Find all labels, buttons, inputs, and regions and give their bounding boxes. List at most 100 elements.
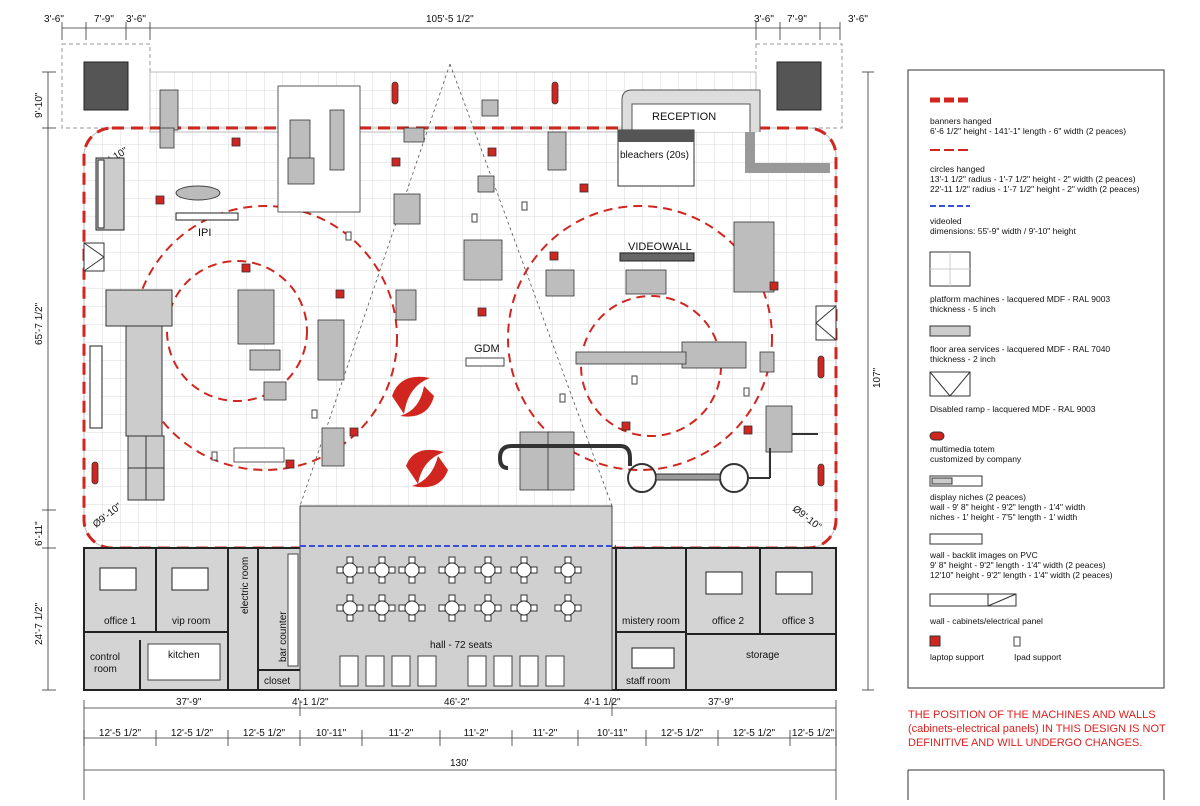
room-control-1: control	[90, 652, 120, 663]
hall-table	[374, 562, 390, 578]
dim-bottom2-5: 11'-2"	[389, 728, 414, 739]
legend-backlit-symbol	[929, 533, 983, 545]
dim-left-2: 65'-7 1/2"	[34, 302, 45, 345]
videowall-label: VIDEOWALL	[628, 241, 692, 253]
hall-chair	[336, 604, 344, 612]
hall-chair	[378, 576, 386, 584]
dim-bottom2-10: 12'-5 1/2"	[733, 728, 776, 739]
hall-chair	[520, 556, 528, 564]
legend-niches-3: niches - 1' height - 7'5" length - 1' wi…	[930, 512, 1078, 522]
hall-chair	[484, 576, 492, 584]
room-staff: staff room	[626, 676, 670, 687]
hall-table	[560, 562, 576, 578]
disclaimer-notice: THE POSITION OF THE MACHINES AND WALLS (…	[908, 708, 1178, 750]
hall-chair	[484, 594, 492, 602]
hall-chair	[346, 556, 354, 564]
hall-chair	[448, 594, 456, 602]
bleachers-label: bleachers (20s)	[620, 150, 689, 161]
disclaimer-line-2: (cabinets-electrical panels) IN THIS DES…	[908, 723, 1166, 735]
room-office2: office 2	[712, 616, 744, 627]
room-electric: electric room	[240, 557, 251, 614]
room-control-2: room	[94, 664, 117, 675]
totem-gdm-4	[412, 456, 448, 488]
room-office1: office 1	[104, 616, 136, 627]
legend-floor-2: thickness - 2 inch	[930, 354, 996, 364]
legend-laptop: laptop support	[930, 652, 985, 662]
ramp-right	[815, 305, 837, 341]
top-dimensions	[61, 22, 841, 40]
dim-bottom1-3: 46'-2"	[444, 697, 470, 708]
legend-banners-2: 6'-6 1/2" height - 141'-1" length - 6" w…	[930, 126, 1126, 136]
hall-table	[516, 600, 532, 616]
hall-chair	[408, 614, 416, 622]
room-closet: closet	[264, 676, 290, 687]
legend-videoled-1: videoled	[930, 216, 962, 226]
hall-chair	[346, 614, 354, 622]
circle-right-outer	[507, 205, 773, 471]
room-office3: office 3	[782, 616, 814, 627]
room-kitchen: kitchen	[168, 650, 200, 661]
hall-chair	[510, 604, 518, 612]
hall-chair	[378, 614, 386, 622]
hall-chair	[564, 594, 572, 602]
hall-chair	[564, 556, 572, 564]
ipi-wall	[175, 212, 239, 221]
reception-label: RECEPTION	[652, 111, 716, 123]
hall-chair	[574, 604, 582, 612]
legend-totem-1: multimedia totem	[930, 444, 995, 454]
bottom-row2: 12'-5 1/2" 12'-5 1/2" 12'-5 1/2" 10'-11" 11'…	[99, 728, 835, 739]
hall-chair	[510, 566, 518, 574]
dim-left-3: 6'-11"	[34, 521, 45, 546]
hall-chair	[356, 566, 364, 574]
bottom-dimensions	[83, 700, 837, 800]
legend-backlit-3: 12'10" height - 9'2" length - 1'4" width…	[930, 570, 1113, 580]
legend-platform-1: platform machines - lacquered MDF - RAL …	[930, 294, 1110, 304]
service-area-left-1	[105, 289, 173, 327]
legend-totem-2: customized by company	[930, 454, 1022, 464]
bar-counter-shape	[287, 553, 299, 667]
hall-chair	[474, 604, 482, 612]
hall-chair	[494, 604, 502, 612]
hall-chair	[378, 594, 386, 602]
pillar-right	[776, 61, 822, 111]
dim-bottom2-3: 12'-5 1/2"	[243, 728, 286, 739]
hall-chair	[520, 594, 528, 602]
belt	[655, 473, 721, 481]
hall-chair	[336, 566, 344, 574]
dim-top-center: 105'-5 1/2"	[426, 14, 474, 25]
legend-ipad-symbol	[1013, 636, 1021, 647]
ipad-supports	[211, 201, 750, 461]
ipi-table	[175, 185, 221, 201]
multimedia-totems	[91, 81, 825, 487]
room-mistery: mistery room	[622, 616, 680, 627]
legend-circles-1: circles hanged	[930, 164, 985, 174]
gdm-label: GDM	[474, 343, 500, 355]
right-dimension	[862, 71, 874, 691]
dim-bottom1-2: 4'-1 1/2"	[292, 697, 329, 708]
dim-right: 107"	[872, 367, 883, 388]
legend-circles-3: 22'-11 1/2" radius - 1'-7 1/2" height - …	[930, 184, 1140, 194]
hall-table	[444, 600, 460, 616]
ipi-label: IPI	[198, 227, 211, 239]
gdm-wall	[465, 357, 505, 367]
dim-top-right-2: 7'-9"	[787, 14, 807, 25]
hall-chair	[494, 566, 502, 574]
bleachers-top	[618, 130, 694, 142]
machines	[159, 85, 793, 491]
hall-chair	[378, 556, 386, 564]
hall-table	[404, 562, 420, 578]
hall-chair	[484, 614, 492, 622]
dim-bottom1-1: 37'-9"	[176, 697, 202, 708]
hall-table	[342, 600, 358, 616]
disclaimer-line-3: DEFINITIVE AND WILL UNDERGO CHANGES.	[908, 737, 1143, 749]
dim-bottom2-9: 12'-5 1/2"	[661, 728, 704, 739]
dim-bottom2-4: 10'-11"	[316, 728, 347, 739]
legend-floor-1: floor area services - lacquered MDF - RA…	[930, 344, 1110, 354]
laptop-supports	[155, 137, 779, 469]
dim-top-right-1: 3'-6"	[754, 14, 774, 25]
hall-chair	[368, 566, 376, 574]
dim-bottom1-5: 37'-9"	[708, 697, 734, 708]
hall-table	[342, 562, 358, 578]
wall-panel-left	[89, 345, 103, 429]
hall-chair	[408, 556, 416, 564]
